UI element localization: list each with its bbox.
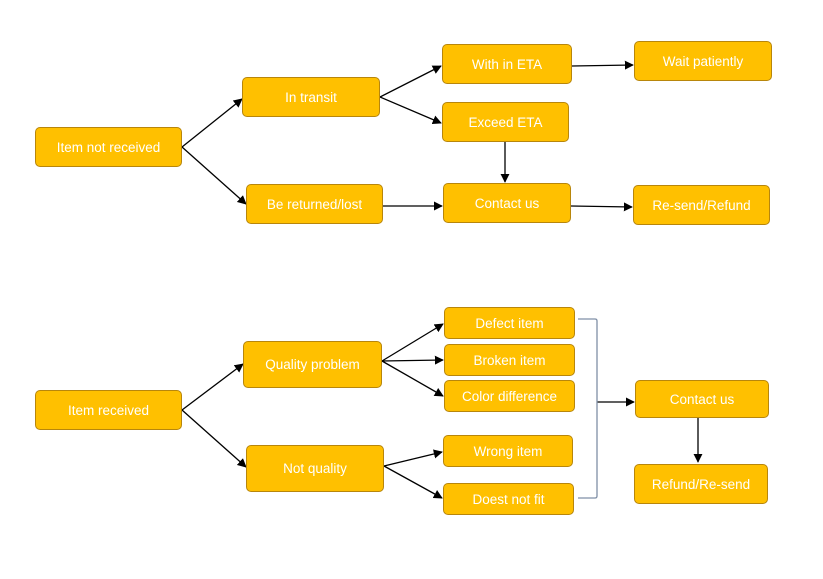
arrow-not-received-to-in-transit bbox=[181, 98, 243, 148]
node-contact-us-1: Contact us bbox=[443, 183, 571, 223]
bracket bbox=[578, 318, 598, 499]
arrow-quality-to-defect bbox=[381, 323, 444, 362]
node-wrong-item: Wrong item bbox=[443, 435, 573, 467]
arrow-received-to-quality bbox=[181, 363, 244, 411]
node-in-transit: In transit bbox=[242, 77, 380, 117]
node-item-received: Item received bbox=[35, 390, 182, 430]
node-defect-item: Defect item bbox=[444, 307, 575, 339]
node-be-returned-lost: Be returned/lost bbox=[246, 184, 383, 224]
node-exceed-eta: Exceed ETA bbox=[442, 102, 569, 142]
node-broken-item: Broken item bbox=[444, 344, 575, 376]
arrow-quality-to-color bbox=[381, 360, 444, 397]
node-color-difference: Color difference bbox=[444, 380, 575, 412]
node-not-quality: Not quality bbox=[246, 445, 384, 492]
node-doest-not-fit: Doest not fit bbox=[443, 483, 574, 515]
arrow-within-eta-to-wait bbox=[571, 60, 634, 70]
arrow-received-to-not-quality bbox=[181, 409, 247, 468]
node-with-in-eta: With in ETA bbox=[442, 44, 572, 84]
arrow-not-quality-to-doest-not-fit bbox=[383, 465, 443, 499]
node-resend-refund: Re-send/Refund bbox=[633, 185, 770, 225]
node-refund-resend: Refund/Re-send bbox=[634, 464, 768, 504]
node-quality-problem: Quality problem bbox=[243, 341, 382, 388]
node-wait-patiently: Wait patiently bbox=[634, 41, 772, 81]
arrow-not-quality-to-wrong bbox=[383, 449, 443, 467]
arrow-quality-to-broken bbox=[381, 355, 444, 365]
arrow-contact-to-resend bbox=[570, 202, 633, 212]
arrow-in-transit-to-within-eta bbox=[379, 65, 442, 98]
node-contact-us-2: Contact us bbox=[635, 380, 769, 418]
arrow-not-received-to-returned-lost bbox=[181, 146, 247, 205]
node-item-not-received: Item not received bbox=[35, 127, 182, 167]
arrow-in-transit-to-exceed-eta bbox=[379, 96, 442, 124]
